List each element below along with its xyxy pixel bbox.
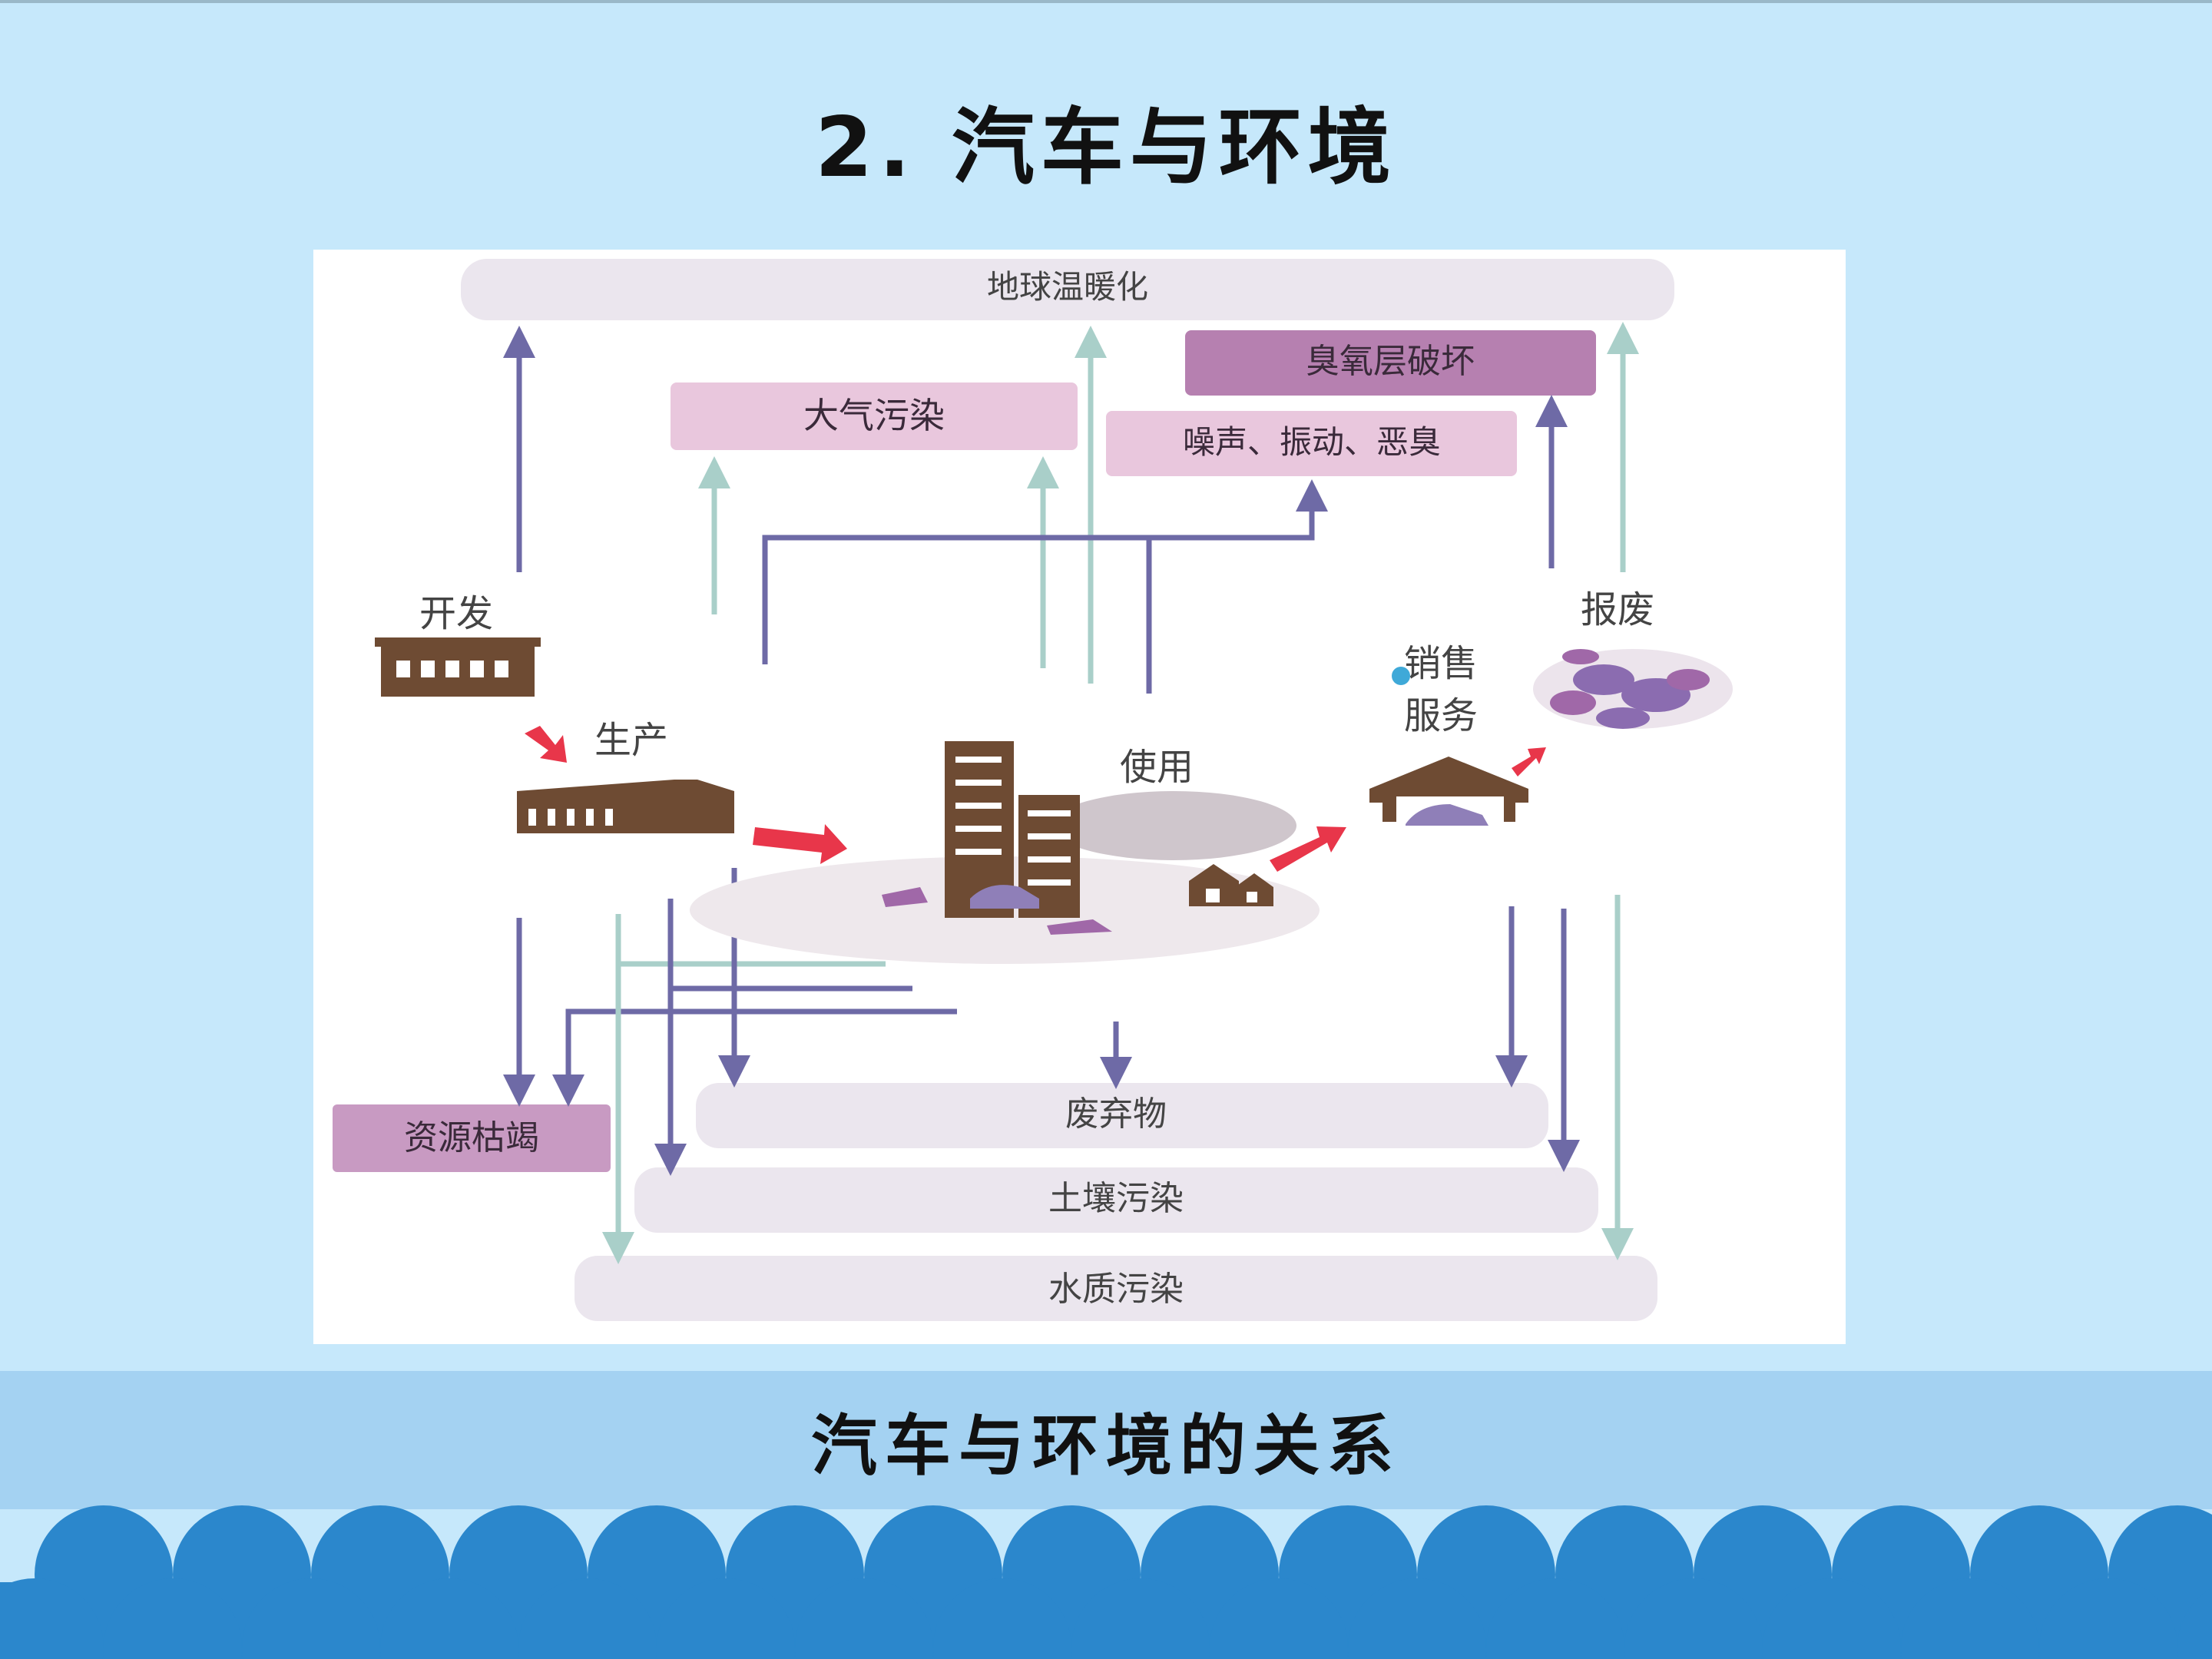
wave-scallop [0, 1578, 104, 1659]
lifecycle-arrows [525, 726, 1546, 872]
resource-depletion-label: 资源枯竭 [404, 1118, 539, 1157]
scrap-label: 报废 [1581, 588, 1654, 631]
noise-box: 噪声、振动、恶臭 [1106, 411, 1517, 476]
wave-scallop [242, 1578, 380, 1659]
air-pollution-label: 大气污染 [803, 395, 945, 436]
wave-scallop [1071, 1578, 1210, 1659]
factory-icon [517, 780, 734, 833]
slide-caption: 汽车与环境的关系 [811, 1408, 1401, 1485]
wave-decoration [0, 1505, 2212, 1659]
sales-label-line1: 销售 [1404, 642, 1478, 685]
ozone-damage-box: 臭氧层破坏 [1185, 330, 1596, 396]
air-pollution-box: 大气污染 [671, 382, 1078, 450]
wave-scallop [380, 1578, 518, 1659]
global-warming-box: 地球温暖化 [461, 259, 1674, 320]
global-warming-label: 地球温暖化 [987, 268, 1148, 306]
top-border [0, 0, 2212, 3]
soil-pollution-label: 土壤污染 [1048, 1179, 1184, 1218]
caption-band [0, 1371, 2212, 1509]
waste-box: 废弃物 [696, 1083, 1548, 1148]
sales-label-line2: 服务 [1404, 694, 1478, 737]
develop-label: 开发 [419, 592, 493, 635]
wave-scallop [1210, 1578, 1348, 1659]
resource-depletion-box: 资源枯竭 [333, 1104, 611, 1172]
water-pollution-label: 水质污染 [1048, 1270, 1184, 1309]
wave-scallop [2177, 1588, 2212, 1659]
city-scene-icon [690, 741, 1320, 964]
wave-scallop [657, 1578, 795, 1659]
wave-scallop [1486, 1578, 1624, 1659]
develop-building-icon [375, 637, 541, 697]
scrap-pile-icon [1533, 649, 1733, 729]
ozone-damage-label: 臭氧层破坏 [1306, 342, 1475, 381]
noise-label: 噪声、振动、恶臭 [1183, 423, 1441, 461]
wave-scallop [1763, 1578, 1901, 1659]
wave-scallop [1348, 1578, 1486, 1659]
soil-pollution-box: 土壤污染 [634, 1167, 1598, 1233]
wave-scallop [1624, 1578, 1763, 1659]
wave-scallop [795, 1578, 933, 1659]
service-garage-icon [1369, 667, 1528, 827]
slide-title: 2. 汽车与环境 [815, 100, 1397, 196]
produce-label: 生产 [594, 719, 668, 762]
water-pollution-box: 水质污染 [575, 1256, 1657, 1321]
upward-arrows [503, 322, 1639, 694]
wave-scallop [104, 1578, 242, 1659]
wave-scallop [933, 1578, 1071, 1659]
waste-label: 废弃物 [1065, 1094, 1167, 1134]
wave-scallop [518, 1578, 657, 1659]
use-label: 使用 [1120, 746, 1194, 789]
wave-scallop [2039, 1578, 2177, 1659]
wave-scallop [1901, 1578, 2039, 1659]
car-environment-diagram: 地球温暖化 臭氧层破坏 大气污染 噪声、振动、恶臭 资源枯竭 废弃物 土壤污染 … [313, 250, 1846, 1344]
downward-arrows [503, 868, 1634, 1264]
